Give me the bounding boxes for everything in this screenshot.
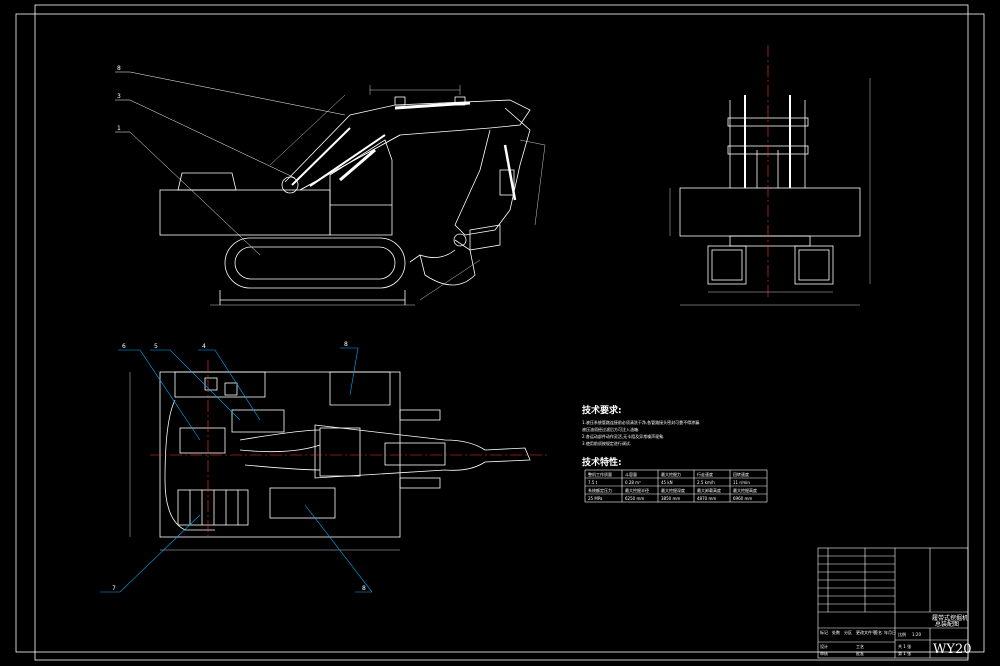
title-role-3: 批准 bbox=[856, 650, 864, 656]
plan-view bbox=[129, 371, 531, 551]
side-callout-3: 1 bbox=[117, 125, 121, 132]
plan-callout-1: 6 bbox=[122, 343, 126, 350]
arm bbox=[454, 107, 531, 236]
spec-h2-2: 最大挖掘深度 bbox=[661, 487, 685, 493]
boom-cylinder bbox=[291, 127, 351, 186]
plan-callout-4: 8 bbox=[344, 341, 348, 348]
plan-callout-2: 5 bbox=[154, 343, 158, 350]
title-scale: 1:20 bbox=[912, 632, 921, 637]
tech-notes-heading: 技术要求: bbox=[582, 404, 622, 416]
plan-callout-6: 8 bbox=[362, 585, 366, 592]
cab bbox=[177, 172, 237, 191]
spec-h2-3: 最大卸载高度 bbox=[697, 487, 721, 493]
spec-h-4: 回转速度 bbox=[733, 471, 749, 477]
plan-boom bbox=[314, 424, 531, 479]
title-row-label-1: 处数 bbox=[832, 629, 840, 635]
title-row-label-2: 分区 bbox=[844, 629, 852, 635]
side-view-leaders bbox=[115, 71, 346, 256]
title-role-1: 审核 bbox=[820, 650, 828, 656]
spec-h2-1: 最大挖掘半径 bbox=[625, 487, 649, 493]
spec-v-2: 45 kN bbox=[661, 480, 673, 485]
tech-note-4: 3.使用前须按规定进行调试. bbox=[582, 440, 631, 446]
title-sheet: 第 1 张 bbox=[898, 650, 911, 656]
plan-callout-5: 7 bbox=[112, 585, 116, 592]
spec-v2-0: 25 MPa bbox=[588, 496, 603, 501]
title-role-0: 设计 bbox=[820, 643, 828, 649]
spec-v-4: 11 r/min bbox=[733, 480, 750, 485]
tech-note-2: 液压油须经过滤后方可注入油箱. bbox=[582, 426, 639, 432]
tech-specs: 技术特性: 整机工作质量 斗容量 最大挖掘力 行走速度 回转速度 7.5 t 0… bbox=[582, 456, 768, 503]
spec-h-1: 斗容量 bbox=[625, 471, 637, 477]
spec-h-0: 整机工作质量 bbox=[588, 471, 612, 477]
tech-note-1: 1.液压系统管路连接前必须清洗干净,各管路接头密封可靠不得渗漏. bbox=[582, 419, 700, 425]
plan-view-leaders bbox=[100, 347, 373, 593]
spec-v2-2: 3850 mm bbox=[661, 496, 680, 501]
spec-v-0: 7.5 t bbox=[588, 480, 598, 485]
title-row-label-0: 标记 bbox=[820, 629, 828, 635]
title-block: 标记 处数 分区 更改文件号 签名 年月日 设计 审核 工艺 批准 比例 1:2… bbox=[817, 547, 972, 659]
hydraulic-tank bbox=[179, 427, 226, 454]
plan-callout-3: 4 bbox=[202, 343, 206, 350]
spec-v2-3: 4870 mm bbox=[697, 496, 716, 501]
side-view bbox=[159, 85, 546, 306]
spec-h-3: 行走速度 bbox=[697, 471, 713, 477]
title-row-label-5: 年月日 bbox=[884, 629, 896, 635]
side-callout-1: 8 bbox=[117, 65, 121, 72]
upper-body bbox=[159, 189, 331, 236]
spec-v2-1: 6250 mm bbox=[625, 496, 644, 501]
spec-v2-4: 6960 mm bbox=[733, 496, 752, 501]
drawing-frame bbox=[15, 4, 985, 661]
spec-h-2: 最大挖掘力 bbox=[661, 471, 681, 477]
spec-v-3: 2.5 km/h bbox=[697, 480, 715, 485]
front-body bbox=[679, 187, 861, 237]
title-sheet-label: 共 1 张 bbox=[898, 643, 911, 649]
title-scale-label: 比例 bbox=[898, 631, 906, 637]
crawler-track bbox=[224, 237, 406, 289]
title-row-label-4: 签名 bbox=[874, 629, 882, 635]
plan-body bbox=[159, 371, 401, 538]
control-valve bbox=[231, 409, 285, 433]
title-line2: 总装配图 bbox=[935, 620, 959, 628]
arm-cylinder bbox=[394, 101, 471, 110]
tech-note-3: 2.各运动部件动作灵活,无卡阻及异常噪声现象. bbox=[582, 433, 664, 439]
spec-h2-0: 系统额定压力 bbox=[588, 487, 612, 493]
front-track-left bbox=[707, 245, 747, 285]
engine bbox=[269, 487, 336, 519]
boom-housing bbox=[329, 139, 393, 236]
tech-notes: 技术要求: 1.液压系统管路连接前必须清洗干净,各管路接头密封可靠不得渗漏. 液… bbox=[582, 404, 700, 446]
tech-specs-heading: 技术特性: bbox=[582, 456, 622, 468]
title-role-2: 工艺 bbox=[856, 644, 864, 649]
spec-v-1: 0.28 m³ bbox=[625, 480, 641, 485]
boom bbox=[284, 99, 531, 191]
radiator bbox=[177, 489, 249, 526]
drawing-code: WY20 bbox=[933, 642, 972, 657]
title-line1: 履带式挖掘机 bbox=[932, 614, 968, 622]
front-view bbox=[669, 78, 871, 306]
title-row-label-3: 更改文件号 bbox=[856, 629, 876, 635]
spec-h2-4: 最大挖掘高度 bbox=[733, 487, 757, 493]
front-track-right bbox=[794, 245, 834, 285]
bucket bbox=[419, 239, 476, 286]
side-callout-2: 3 bbox=[117, 93, 121, 100]
